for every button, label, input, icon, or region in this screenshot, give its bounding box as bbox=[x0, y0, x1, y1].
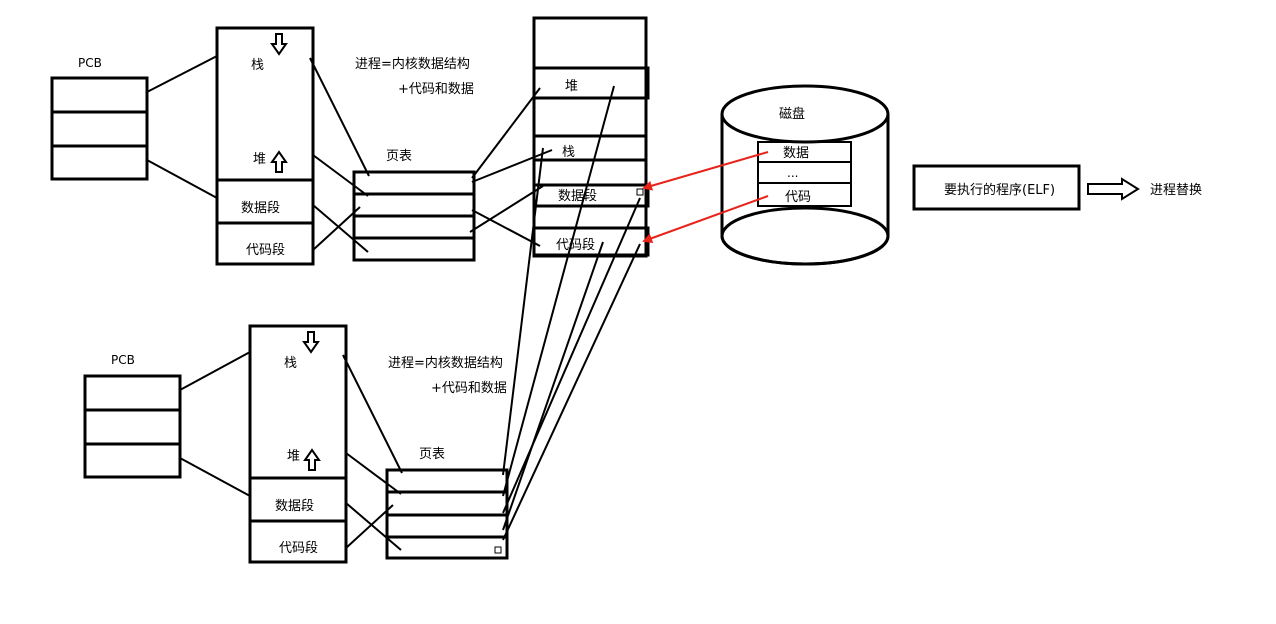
mapping-line bbox=[469, 185, 544, 233]
pcb-label: PCB bbox=[78, 56, 102, 70]
page-table-label: 页表 bbox=[419, 447, 445, 462]
process-note-line1: 进程=内核数据结构 bbox=[388, 355, 503, 371]
disk-file-box bbox=[757, 141, 852, 207]
mapping-line bbox=[471, 209, 541, 247]
disk-ellipsis: ... bbox=[787, 166, 798, 180]
mapping-line bbox=[345, 504, 394, 549]
pcb-box bbox=[50, 76, 149, 181]
page-table-box bbox=[385, 468, 509, 560]
code-segment-label: 代码段 bbox=[279, 541, 318, 556]
mapping-line bbox=[502, 241, 604, 531]
data-segment-label: 数据段 bbox=[241, 201, 280, 216]
data-segment-label: 数据段 bbox=[275, 499, 314, 514]
mapping-line bbox=[471, 149, 553, 183]
memory-stack-label: 栈 bbox=[562, 145, 575, 160]
arrow-down-icon bbox=[270, 33, 288, 56]
process-note-line2: +代码和数据 bbox=[431, 381, 507, 396]
handle-marker bbox=[636, 188, 644, 196]
process-1: PCB 栈 堆 数据段 代码段 进程=内核数据结构 +代码和数据 页表 bbox=[50, 26, 553, 266]
pcb-link-line bbox=[146, 55, 218, 93]
load-code-arrow bbox=[642, 195, 769, 243]
memory-code-label: 代码段 bbox=[556, 238, 595, 253]
pcb-link-line bbox=[179, 351, 251, 391]
arrow-up-icon bbox=[303, 448, 321, 471]
mapping-line bbox=[312, 154, 369, 197]
mapping-line bbox=[502, 85, 615, 497]
disk-title: 磁盘 bbox=[779, 106, 805, 122]
load-data-arrow bbox=[642, 151, 769, 191]
heap-label: 堆 bbox=[253, 152, 266, 167]
mapping-line bbox=[345, 452, 402, 495]
disk-data-label: 数据 bbox=[783, 146, 809, 161]
memory-heap-label: 堆 bbox=[565, 79, 578, 94]
heap-label: 堆 bbox=[287, 449, 300, 464]
mapping-line bbox=[471, 87, 541, 179]
mapping-line bbox=[502, 147, 544, 476]
process-note-line2: +代码和数据 bbox=[398, 82, 474, 97]
pcb-label: PCB bbox=[111, 353, 135, 367]
mapping-line bbox=[312, 206, 361, 251]
elf-program-box bbox=[912, 164, 1081, 211]
page-table-box bbox=[352, 170, 476, 262]
address-space-box bbox=[248, 324, 348, 564]
elf-program-label: 要执行的程序(ELF) bbox=[944, 182, 1055, 198]
arrow-down-icon bbox=[302, 331, 320, 354]
arrow-right-icon bbox=[1087, 177, 1140, 201]
page-table-label: 页表 bbox=[386, 149, 412, 164]
mapping-line bbox=[502, 243, 641, 541]
code-segment-label: 代码段 bbox=[246, 243, 285, 258]
mapping-line bbox=[345, 502, 402, 551]
pcb-link-line bbox=[146, 159, 218, 199]
mapping-line bbox=[342, 354, 403, 474]
mapping-line bbox=[309, 57, 370, 177]
pcb-link-line bbox=[179, 457, 251, 497]
stack-label: 栈 bbox=[251, 58, 264, 73]
mapping-line bbox=[502, 197, 641, 514]
pcb-box bbox=[83, 374, 182, 479]
disk-cylinder bbox=[720, 84, 890, 266]
physical-memory bbox=[532, 16, 650, 258]
stack-label: 栈 bbox=[284, 356, 297, 371]
disk-code-label: 代码 bbox=[785, 190, 811, 205]
arrow-up-icon bbox=[270, 150, 288, 173]
process-2: PCB 栈 堆 数据段 代码段 进程=内核数据结构 +代码和数据 页表 bbox=[83, 85, 641, 564]
process-note-line1: 进程=内核数据结构 bbox=[355, 56, 470, 72]
handle-marker bbox=[494, 546, 502, 554]
result-label: 进程替换 bbox=[1150, 183, 1202, 198]
mapping-line bbox=[312, 204, 369, 253]
memory-data-label: 数据段 bbox=[558, 189, 597, 204]
address-space-box bbox=[215, 26, 315, 266]
